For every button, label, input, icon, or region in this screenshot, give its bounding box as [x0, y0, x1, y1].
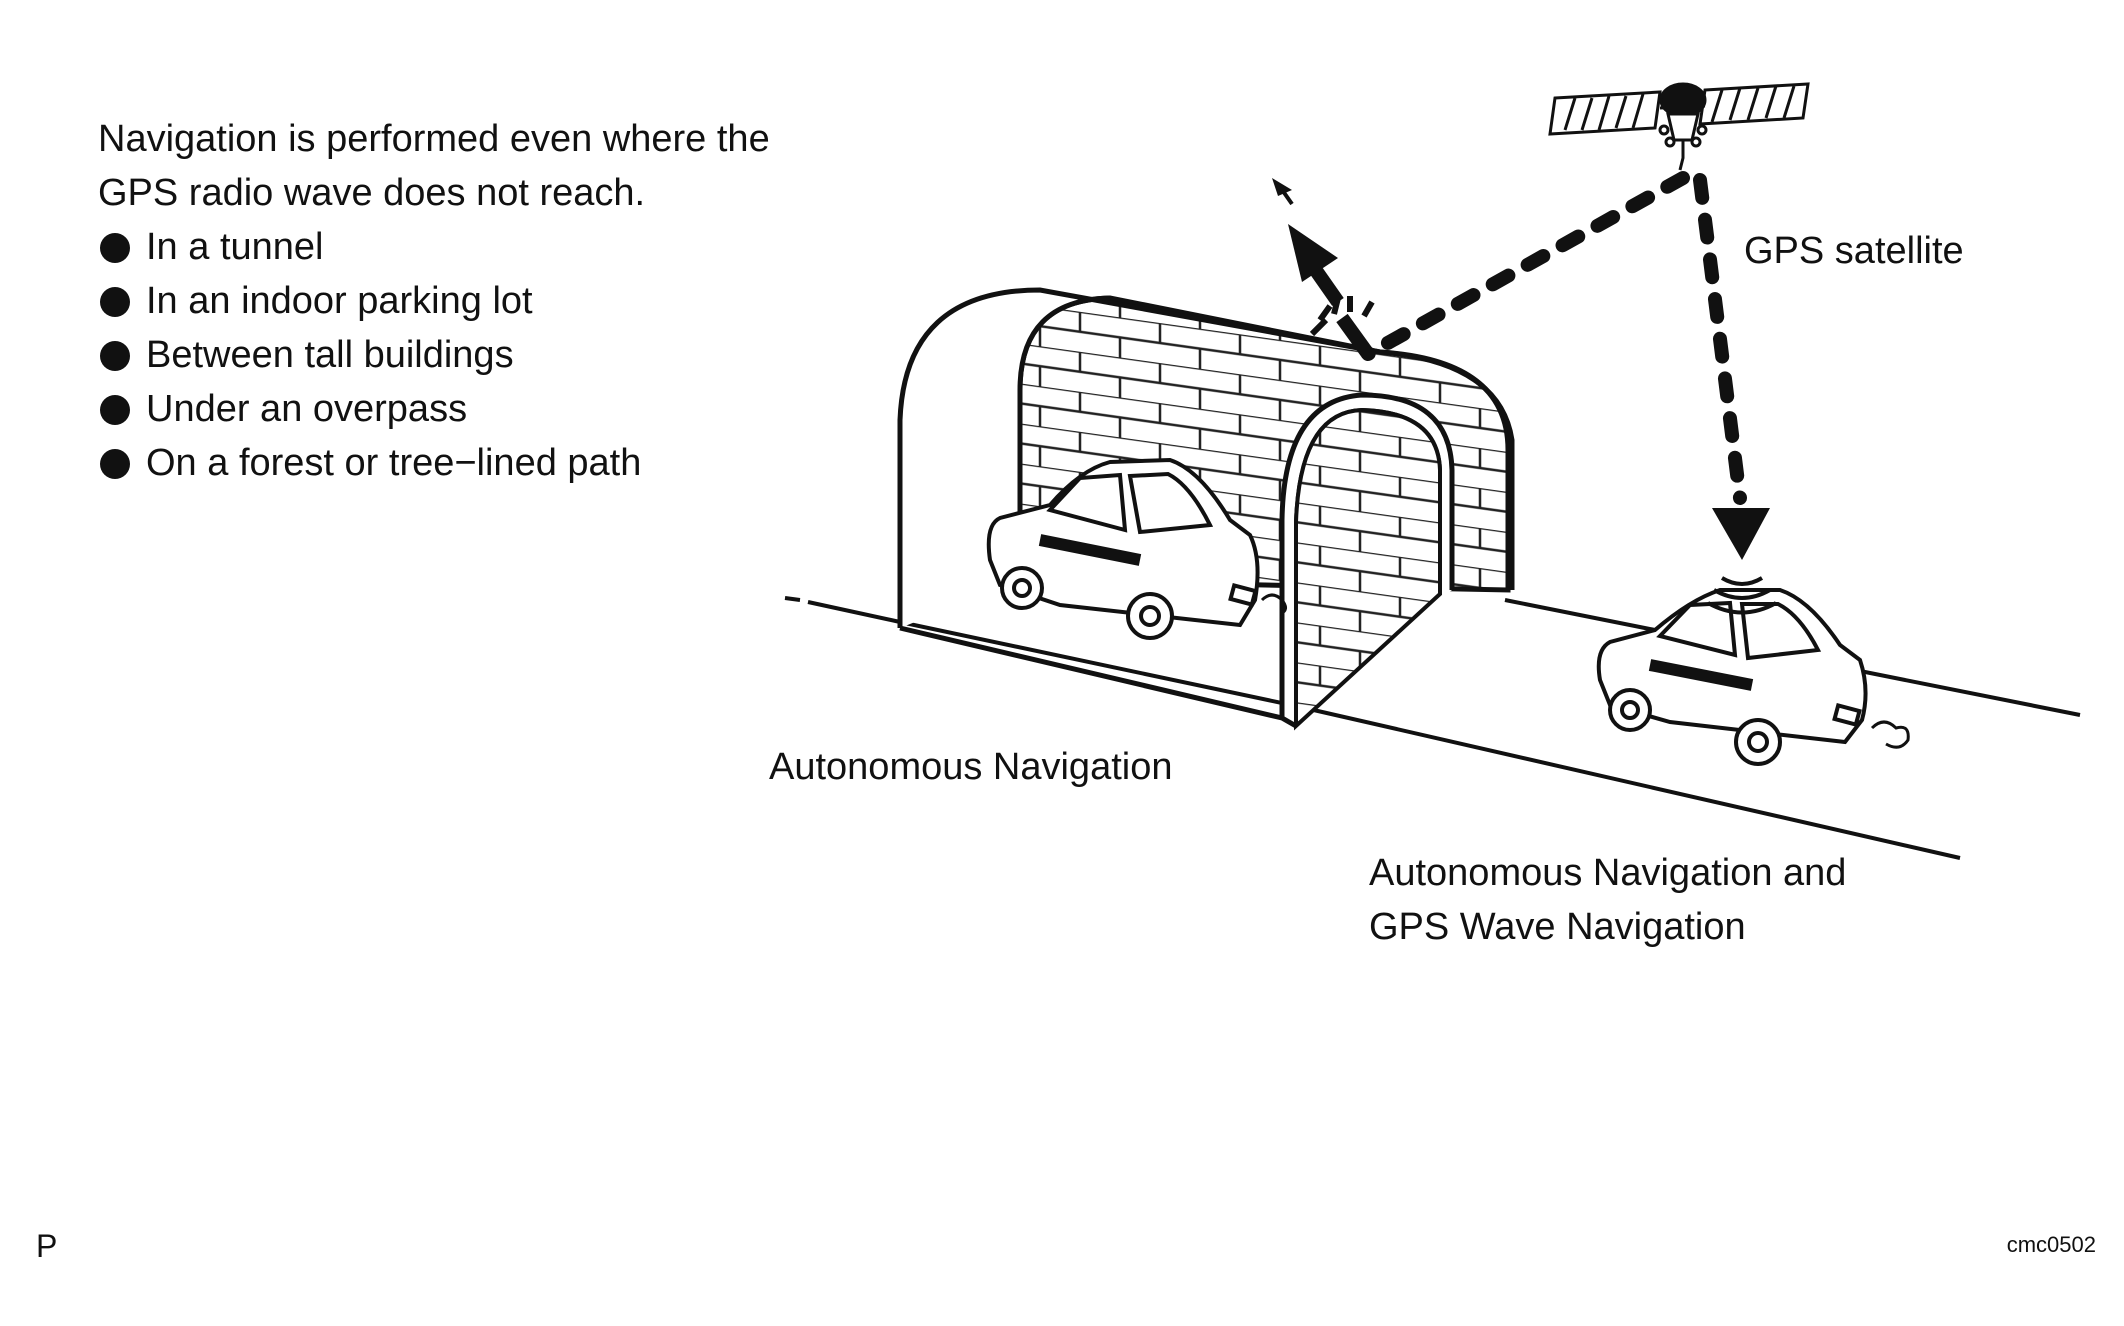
- signal-waves-icon: [1707, 576, 1777, 615]
- combined-label-line-1: Autonomous Navigation and: [1369, 852, 1847, 894]
- list-item: Under an overpass: [100, 382, 641, 436]
- figure-code: cmc0502: [2006, 1232, 2096, 1257]
- satellite-label: GPS satellite: [1744, 230, 1964, 272]
- car-with-gps: [1596, 588, 1910, 766]
- intro-line-1: Navigation is performed even where the: [98, 118, 770, 160]
- bullet-icon: [100, 449, 130, 479]
- list-item: In an indoor parking lot: [100, 274, 641, 328]
- satellite-icon: [1548, 82, 1810, 171]
- bullet-icon: [100, 395, 130, 425]
- combined-label-line-2: GPS Wave Navigation: [1369, 906, 1746, 948]
- condition-list: In a tunnel In an indoor parking lot Bet…: [100, 220, 641, 490]
- intro-text: Navigation is performed even where the G…: [98, 112, 770, 220]
- arrow-down-icon: [1712, 508, 1770, 560]
- bullet-icon: [100, 233, 130, 263]
- autonomous-label: Autonomous Navigation: [769, 746, 1173, 788]
- list-item: In a tunnel: [100, 220, 641, 274]
- intro-line-2: GPS radio wave does not reach.: [98, 172, 646, 214]
- gps-signal-paths: [1361, 171, 1747, 505]
- list-item: Between tall buildings: [100, 328, 641, 382]
- bullet-icon: [100, 341, 130, 371]
- signal-blocked-icon: [1309, 296, 1375, 359]
- corner-letter: P: [36, 1228, 58, 1264]
- list-item: On a forest or tree−lined path: [100, 436, 641, 490]
- arrow-up-icon: [1272, 178, 1344, 307]
- car-in-tunnel: [986, 457, 1287, 640]
- bullet-icon: [100, 287, 130, 317]
- combined-navigation-label: Autonomous Navigation and GPS Wave Navig…: [1369, 846, 1846, 954]
